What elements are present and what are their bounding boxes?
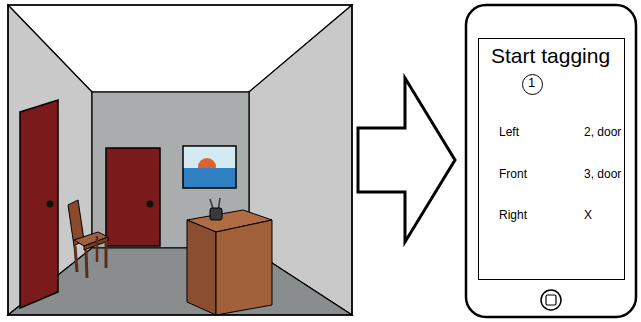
- result-label: 3, door: [584, 167, 621, 181]
- home-button: [541, 290, 561, 310]
- home-icon: [546, 295, 556, 305]
- front-door: [106, 148, 160, 246]
- room-illustration: [8, 5, 352, 315]
- step-number: 1: [528, 76, 535, 91]
- painting-sky: [183, 146, 236, 188]
- pen-holder: [210, 208, 222, 220]
- chair-leg: [86, 250, 87, 278]
- chair-leg: [96, 236, 99, 262]
- tablet-screen: Start tagging 1: [478, 38, 625, 280]
- direction-label: Right: [499, 208, 527, 222]
- direction-label: Front: [499, 167, 527, 181]
- screen-title: Start tagging: [491, 44, 610, 68]
- big-arrow: [358, 78, 455, 242]
- tablet-body: [466, 5, 636, 317]
- left-door: [20, 100, 58, 308]
- floor: [8, 248, 352, 315]
- table-side: [187, 220, 216, 315]
- step-circle: 1: [522, 74, 543, 95]
- painting-sea: [183, 168, 236, 188]
- chair-leg: [75, 246, 77, 272]
- direction-label: Left: [499, 125, 519, 139]
- result-label: 2, door: [584, 125, 621, 139]
- painting-frame: [183, 146, 236, 188]
- door-knob: [47, 201, 54, 208]
- room-frame: [8, 5, 352, 315]
- door-knob: [147, 201, 154, 208]
- result-label: X: [584, 208, 592, 222]
- chair-leg: [105, 241, 108, 268]
- table-front: [216, 220, 272, 315]
